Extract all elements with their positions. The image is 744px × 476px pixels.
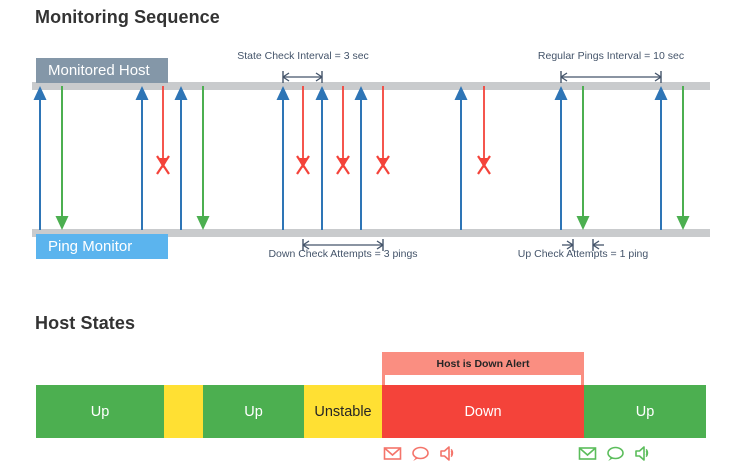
host-is-down-alert-box: Host is Down Alert: [382, 352, 584, 386]
mail-icon: [383, 447, 402, 460]
ping-request-5: [314, 86, 330, 232]
ping-reply-1: [54, 86, 70, 232]
up-check-attempts-label: Up Check Attempts = 1 ping: [517, 248, 649, 260]
ping-request-1: [32, 86, 48, 232]
state-segment-label: Up: [244, 403, 263, 420]
page-title-host-states: Host States: [35, 313, 136, 333]
regular-pings-interval-bracket: [547, 70, 675, 89]
state-segment-label: Unstable: [314, 403, 372, 420]
down-notification-icons: [383, 445, 459, 462]
monitored-host-label: Monitored Host: [36, 58, 168, 83]
chat-icon: [607, 446, 624, 461]
ping-monitor-label: Ping Monitor: [36, 234, 168, 259]
state-segment-label: Up: [90, 403, 110, 420]
ping-request-9: [653, 86, 669, 232]
host-state-bar: Up Up Unstable Down Up: [36, 385, 706, 438]
alert-label: Host is Down Alert: [436, 357, 530, 370]
regular-pings-interval-label: Regular Pings Interval = 10 sec: [537, 50, 685, 62]
monitored-host-rail: [32, 82, 710, 90]
state-check-interval-bracket: [269, 70, 336, 89]
state-up-2: Up: [203, 385, 304, 438]
ping-fail-7: [474, 86, 494, 184]
down-check-attempts-label: Down Check Attempts = 3 pings: [268, 248, 418, 260]
ping-fail-4: [293, 86, 313, 184]
state-up-3: Up: [584, 385, 706, 438]
ping-request-7: [453, 86, 469, 232]
ping-request-8: [553, 86, 569, 232]
state-down: Down: [382, 385, 584, 438]
ping-reply-3: [195, 86, 211, 232]
state-unstable-2: Unstable: [304, 385, 382, 438]
down-check-attempts-bracket: [289, 238, 397, 257]
ping-fail-2: [153, 86, 173, 184]
speaker-icon: [440, 446, 454, 461]
ping-monitor-rail: [32, 229, 710, 237]
ping-fail-6: [373, 86, 393, 184]
state-up-1: Up: [36, 385, 164, 438]
ping-fail-5: [333, 86, 353, 184]
ping-reply-8: [575, 86, 591, 232]
state-unstable-1: [164, 385, 203, 438]
state-segment-label: Up: [635, 403, 655, 420]
mail-icon: [578, 447, 597, 460]
page-title-monitoring-sequence: Monitoring Sequence: [35, 7, 220, 27]
ping-request-3: [173, 86, 189, 232]
up-notification-icons: [578, 445, 654, 462]
chat-icon: [412, 446, 429, 461]
ping-reply-9: [675, 86, 691, 232]
ping-request-2: [134, 86, 150, 232]
alert-inner-gap: [385, 375, 581, 386]
ping-request-4: [275, 86, 291, 232]
state-segment-label: Down: [464, 403, 502, 420]
state-check-interval-label: State Check Interval = 3 sec: [237, 50, 369, 62]
up-check-attempts-bracket: [559, 238, 607, 257]
speaker-icon: [635, 446, 649, 461]
ping-request-6: [353, 86, 369, 232]
